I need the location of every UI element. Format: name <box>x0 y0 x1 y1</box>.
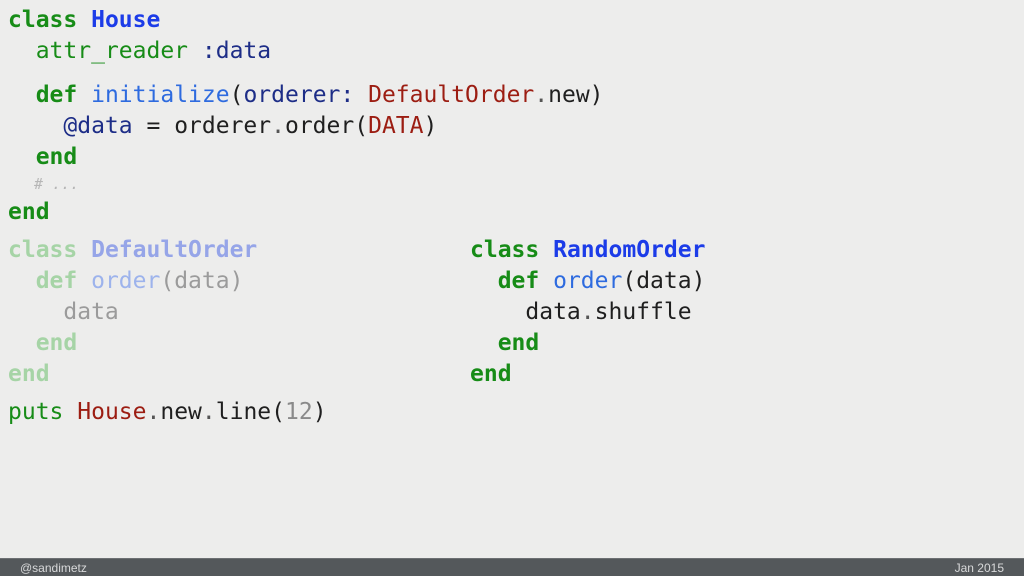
code-token: def <box>35 268 78 294</box>
code-token: order <box>284 113 355 139</box>
code-token: puts <box>8 399 64 425</box>
code-token: new <box>548 82 590 108</box>
code-token: ( <box>354 113 369 139</box>
code-token <box>470 268 498 294</box>
code-token: end <box>8 199 50 225</box>
code-token: 12 <box>285 399 313 425</box>
code-token: orderer: <box>243 82 355 108</box>
code-line: end <box>8 142 604 173</box>
code-token: ) <box>312 399 327 425</box>
code-token: new <box>160 399 202 425</box>
code-line: def order(data) <box>470 266 706 297</box>
code-token: DATA <box>368 113 424 139</box>
code-line-puts: puts House.new.line(12) <box>8 397 327 428</box>
code-line: # ... <box>8 173 604 197</box>
code-token: end <box>35 144 78 170</box>
code-token: end <box>35 330 78 356</box>
code-token: ) <box>589 82 604 108</box>
code-line: data.shuffle <box>470 297 705 328</box>
code-line: class DefaultOrder <box>8 235 257 266</box>
code-token: . <box>201 399 216 425</box>
code-token <box>354 82 368 108</box>
code-token: DefaultOrder <box>91 237 258 263</box>
code-token <box>470 330 498 356</box>
code-token: ( <box>271 399 286 425</box>
code-token: ( <box>229 82 244 108</box>
code-token: # ... <box>34 175 80 193</box>
code-token: ) <box>423 113 438 139</box>
code-token <box>77 82 91 108</box>
code-token <box>8 144 36 170</box>
code-line: attr_reader :data <box>8 36 604 67</box>
code-line: @data = orderer.order(DATA) <box>8 111 604 142</box>
code-token: order <box>553 268 623 294</box>
code-token: def <box>35 82 78 108</box>
code-token: @data <box>63 113 133 139</box>
code-token <box>539 268 553 294</box>
code-token: order <box>91 268 161 294</box>
code-token: House <box>91 7 161 33</box>
code-line: class House <box>8 5 604 36</box>
code-token: data <box>8 299 119 325</box>
code-line <box>8 67 604 80</box>
code-line: end <box>470 328 705 359</box>
code-line: class RandomOrder <box>470 235 705 266</box>
code-token: DefaultOrder <box>368 82 535 108</box>
code-line: end <box>8 197 604 228</box>
code-token: end <box>8 361 50 387</box>
code-token: (data) <box>160 268 244 294</box>
code-token: . <box>534 82 549 108</box>
code-token: data <box>470 299 581 325</box>
code-block-house-class: class House attr_reader :data def initia… <box>8 5 604 228</box>
code-token: shuffle <box>594 299 692 325</box>
code-token: line <box>215 399 272 425</box>
code-token <box>8 113 63 139</box>
code-token <box>8 82 36 108</box>
code-token: attr_reader <box>35 38 189 64</box>
code-token <box>77 7 91 33</box>
code-line: def initialize(orderer: DefaultOrder.new… <box>8 80 604 111</box>
code-token <box>8 268 36 294</box>
code-token: :data <box>201 38 272 64</box>
footer-bar: @sandimetz Jan 2015 <box>0 558 1024 576</box>
code-line: end <box>470 359 705 390</box>
code-token: orderer <box>174 113 272 139</box>
code-token: . <box>271 113 285 139</box>
code-block-default-order-class: class DefaultOrder def order(data) data … <box>8 235 257 390</box>
code-token: class <box>470 237 540 263</box>
code-token <box>539 237 553 263</box>
code-token <box>8 38 36 64</box>
code-token: . <box>146 399 161 425</box>
code-line: puts House.new.line(12) <box>8 397 327 428</box>
code-block-random-order-class: class RandomOrder def order(data) data.s… <box>470 235 705 390</box>
code-line: data <box>8 297 257 328</box>
code-token: = <box>132 113 175 139</box>
code-token: class <box>8 7 78 33</box>
code-token: def <box>497 268 540 294</box>
code-line: end <box>8 359 257 390</box>
code-token <box>8 330 36 356</box>
code-token: . <box>580 299 595 325</box>
code-token: end <box>470 361 512 387</box>
code-token: House <box>77 399 147 425</box>
code-token: end <box>497 330 540 356</box>
code-token: class <box>8 237 78 263</box>
code-token <box>77 237 91 263</box>
code-line: end <box>8 328 257 359</box>
code-token <box>63 399 77 425</box>
code-token: initialize <box>91 82 230 108</box>
footer-date: Jan 2015 <box>954 560 1004 575</box>
code-token <box>188 38 202 64</box>
code-token <box>77 268 91 294</box>
code-token: (data) <box>622 268 706 294</box>
code-token: RandomOrder <box>553 237 706 263</box>
code-line: def order(data) <box>8 266 257 297</box>
footer-handle: @sandimetz <box>20 560 87 575</box>
